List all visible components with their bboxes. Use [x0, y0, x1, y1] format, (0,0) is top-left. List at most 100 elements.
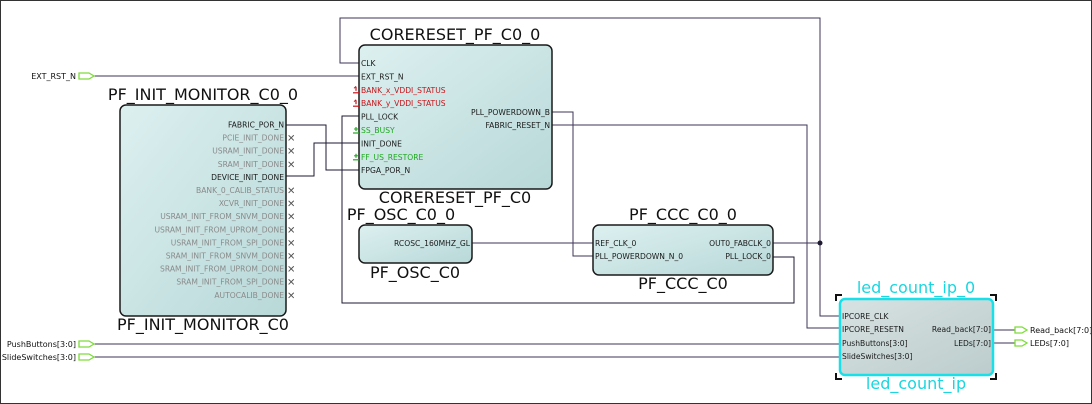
net-junction-dot — [817, 240, 823, 246]
input-port-icon — [78, 72, 96, 80]
top-port-leds[interactable]: LEDs[7:0] — [1014, 339, 1069, 348]
input-port-icon — [78, 353, 96, 361]
pin-list: CLK EXT_RST_N BANK_x_VDDI_STATUS BANK_y_VDD… — [353, 59, 550, 175]
unconnected-marker-icon: ✕ — [287, 199, 295, 210]
selection-handles[interactable] — [835, 294, 997, 380]
net-fabclk-to-corereset-clk[interactable] — [339, 17, 821, 243]
pin-sram-init-from-spi-done[interactable]: SRAM_INIT_FROM_SPI_DONE — [176, 278, 284, 287]
pin-pll-powerdown-b[interactable]: PLL_POWERDOWN_B — [471, 108, 550, 117]
unconnected-marker-icon: ✕ — [287, 238, 295, 249]
unconnected-marker-icon: ✕ — [287, 291, 295, 302]
top-port-ext-rst-n[interactable]: EXT_RST_N — [31, 72, 96, 81]
pin-autocalib-done[interactable]: AUTOCALIB_DONE — [214, 291, 284, 300]
unconnected-marker-icon: ✕ — [287, 252, 295, 263]
unconnected-marker-icon: ✕ — [287, 278, 295, 289]
pin-pll-lock-0[interactable]: PLL_LOCK_0 — [725, 252, 771, 261]
block-body[interactable] — [119, 104, 287, 317]
input-port-icon — [78, 340, 96, 348]
unconnected-marker-icon: ✕ — [287, 212, 295, 223]
output-port-icon — [1014, 326, 1029, 334]
pin-fabric-reset-n[interactable]: FABRIC_RESET_N — [486, 121, 551, 130]
pin-bank-x-vddi-status[interactable]: BANK_x_VDDI_STATUS — [361, 86, 446, 95]
net-pll-powerdown[interactable] — [552, 111, 593, 257]
pin-ff-us-restore[interactable]: FF_US_RESTORE — [361, 153, 423, 162]
tie-low-icon — [353, 127, 359, 134]
component-name: CORERESET_PF_C0 — [379, 188, 531, 208]
pin-out0-fabclk-0[interactable]: OUT0_FABCLK_0 — [709, 239, 771, 248]
net-fabric-reset-n[interactable] — [552, 124, 841, 329]
unconnected-marker-icon: ✕ — [287, 134, 295, 145]
top-port-pushbuttons[interactable]: PushButtons[3:0] — [7, 340, 96, 349]
net-fabric-por-n[interactable] — [286, 124, 359, 171]
block-body[interactable] — [838, 297, 995, 377]
pin-slideswitches[interactable]: SlideSwitches[3:0] — [842, 352, 912, 361]
block-body[interactable] — [358, 224, 473, 264]
pin-read-back[interactable]: Read_back[7:0] — [932, 325, 991, 334]
instance-led-count-ip[interactable]: led_count_ip_0 IPCORE_CLK IPCORE_RESETN … — [835, 278, 997, 394]
pin-device-init-done[interactable]: DEVICE_INIT_DONE — [211, 173, 284, 182]
output-port-icon — [1014, 339, 1029, 347]
pin-clk[interactable]: CLK — [361, 59, 377, 68]
pin-ss-busy[interactable]: SS_BUSY — [361, 126, 395, 135]
pin-list: FABRIC_POR_NPCIE_INIT_DONE✕USRAM_INIT_DO… — [155, 121, 296, 302]
instance-corereset-pf[interactable]: CORERESET_PF_C0_0 CORERESET_PF_C0 CLK EXT… — [353, 25, 553, 208]
instance-name: PF_CCC_C0_0 — [629, 205, 737, 225]
pin-sram-init-done[interactable]: SRAM_INIT_DONE — [218, 160, 284, 169]
pin-sram-init-from-uprom-done[interactable]: SRAM_INIT_FROM_UPROM_DONE — [160, 265, 284, 274]
pin-sram-init-from-snvm-done[interactable]: SRAM_INIT_FROM_SNVM_DONE — [166, 252, 284, 261]
pin-init-done[interactable]: INIT_DONE — [361, 139, 402, 148]
tie-low-icon — [353, 153, 359, 161]
wires — [94, 17, 1015, 358]
net-pll-lock[interactable] — [341, 115, 795, 304]
pin-leds[interactable]: LEDs[7:0] — [954, 339, 991, 348]
block-body[interactable] — [358, 44, 553, 190]
instance-pf-init-monitor[interactable]: PF_INIT_MONITOR_C0_0 PF_INIT_MONITOR_C0 … — [108, 85, 298, 335]
top-port-read-back[interactable]: Read_back[7:0] — [1014, 326, 1092, 335]
port-label: SlideSwitches[3:0] — [2, 353, 76, 362]
top-port-slideswitches[interactable]: SlideSwitches[3:0] — [2, 353, 96, 362]
instance-pf-osc[interactable]: PF_OSC_C0_0 RCOSC_160MHZ_GL PF_OSC_C0 — [347, 205, 473, 283]
unconnected-marker-icon: ✕ — [287, 186, 295, 197]
port-label: Read_back[7:0] — [1030, 326, 1092, 335]
pin-pushbuttons[interactable]: PushButtons[3:0] — [842, 339, 908, 348]
pin-pcie-init-done[interactable]: PCIE_INIT_DONE — [222, 134, 284, 143]
net-out0-fabclk[interactable] — [773, 242, 841, 317]
pin-rcosc-160mhz-gl[interactable]: RCOSC_160MHZ_GL — [394, 239, 471, 248]
pin-ref-clk-0[interactable]: REF_CLK_0 — [595, 239, 637, 248]
unconnected-marker-icon: ✕ — [287, 160, 295, 171]
port-label: PushButtons[3:0] — [7, 340, 76, 349]
pin-fpga-por-n[interactable]: FPGA_POR_N — [361, 166, 410, 175]
pin-fabric-por-n[interactable]: FABRIC_POR_N — [228, 121, 284, 130]
pin-xcvr-init-done[interactable]: XCVR_INIT_DONE — [219, 199, 284, 208]
instance-pf-ccc[interactable]: PF_CCC_C0_0 REF_CLK_0 PLL_POWERDOWN_N_0 … — [592, 205, 774, 294]
instance-name: PF_OSC_C0_0 — [347, 205, 455, 225]
pin-pll-powerdown-n-0[interactable]: PLL_POWERDOWN_N_0 — [595, 252, 683, 261]
pin-usram-init-from-uprom-done[interactable]: USRAM_INIT_FROM_UPROM_DONE — [155, 225, 285, 234]
net-device-init-done[interactable] — [286, 142, 359, 177]
component-name: PF_CCC_C0 — [638, 274, 728, 294]
pin-usram-init-from-snvm-done[interactable]: USRAM_INIT_FROM_SNVM_DONE — [160, 212, 284, 221]
pin-bank-y-vddi-status[interactable]: BANK_y_VDDI_STATUS — [361, 99, 446, 108]
pin-ipcore-clk[interactable]: IPCORE_CLK — [842, 312, 890, 321]
component-name: PF_INIT_MONITOR_C0 — [117, 315, 289, 335]
tie-high-icon — [353, 99, 359, 107]
pin-bank-0-calib-status[interactable]: BANK_0_CALIB_STATUS — [196, 186, 284, 195]
instance-name: led_count_ip_0 — [857, 278, 975, 298]
unconnected-marker-icon: ✕ — [287, 265, 295, 276]
instance-name: PF_INIT_MONITOR_C0_0 — [108, 85, 298, 105]
tie-high-icon — [353, 85, 359, 94]
pin-pll-lock[interactable]: PLL_LOCK — [361, 113, 399, 122]
port-label: EXT_RST_N — [31, 72, 76, 81]
pin-usram-init-done[interactable]: USRAM_INIT_DONE — [212, 147, 284, 156]
pin-usram-init-from-spi-done[interactable]: USRAM_INIT_FROM_SPI_DONE — [171, 238, 284, 247]
instance-name: CORERESET_PF_C0_0 — [370, 25, 541, 45]
component-name: led_count_ip — [866, 374, 966, 394]
unconnected-marker-icon: ✕ — [287, 225, 295, 236]
unconnected-marker-icon: ✕ — [287, 147, 295, 158]
block-body[interactable] — [592, 224, 774, 276]
pin-ipcore-resetn[interactable]: IPCORE_RESETN — [842, 325, 904, 334]
port-label: LEDs[7:0] — [1030, 339, 1069, 348]
pin-ext-rst-n[interactable]: EXT_RST_N — [361, 72, 404, 81]
